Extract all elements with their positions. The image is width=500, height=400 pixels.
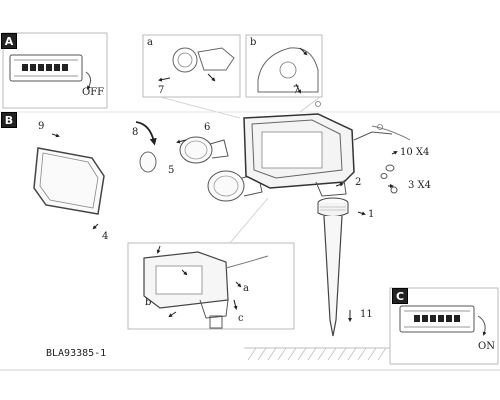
detail-panel-b-label: b <box>250 37 257 48</box>
ground-hatch <box>244 347 390 361</box>
section-c-badge: C <box>392 288 408 304</box>
small-lens <box>139 151 157 173</box>
detail-panel-a-label: a <box>147 37 153 48</box>
section-c-panel <box>389 287 499 365</box>
part-label-screws-3: 3 X4 <box>408 180 432 191</box>
detail-a-screw-label: 7 <box>158 85 165 96</box>
detail-panel-b <box>245 34 323 98</box>
glass-frame <box>33 133 105 230</box>
document-code: BLA93385-1 <box>46 348 107 359</box>
off-label: OFF <box>82 87 105 98</box>
breaker-switches <box>14 59 78 77</box>
part-label-bulb-a: 6 <box>204 122 211 133</box>
inset-label-b: b <box>145 297 152 308</box>
lamp-housing <box>243 101 411 197</box>
bottom-inset-panel <box>127 197 295 330</box>
detail-b-screw-label: 7 <box>293 85 300 96</box>
inset-label-c: c <box>238 313 244 324</box>
section-a-badge: A <box>1 33 17 49</box>
inset-label-a: a <box>243 283 249 294</box>
part-label-frame-screws: 4 <box>102 231 109 242</box>
bulb-upper <box>176 136 229 164</box>
part-label-bulb-b: 5 <box>168 165 175 176</box>
section-b-badge: B <box>1 112 17 128</box>
part-label-connector: 2 <box>355 177 362 188</box>
part-label-spike: 1 <box>368 209 375 220</box>
ground-spike <box>317 197 366 337</box>
screw-parts <box>335 151 398 194</box>
part-label-glass-frame: 9 <box>38 121 45 132</box>
on-label: ON <box>478 341 495 352</box>
part-label-ground: 11 <box>360 309 373 320</box>
rotate-arrow <box>135 121 157 146</box>
part-label-rotate: 8 <box>132 127 139 138</box>
detail-panel-a <box>142 34 241 98</box>
part-label-screws-10: 10 X4 <box>400 147 430 158</box>
section-a-panel <box>2 32 108 109</box>
